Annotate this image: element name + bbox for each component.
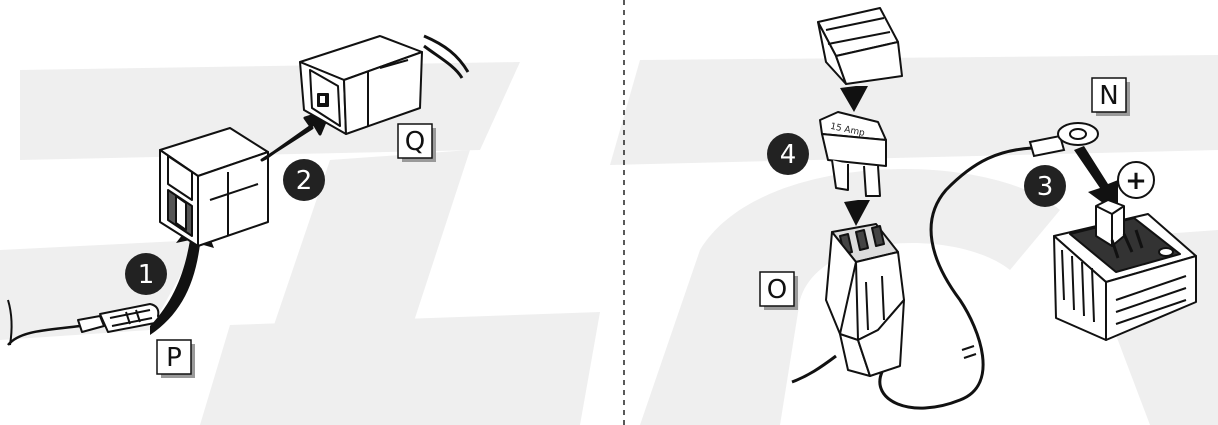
svg-text:O: O [767,275,787,305]
step-badge-4: 4 [767,133,809,175]
step-badge-3: 3 [1024,165,1066,207]
wire-band [962,346,976,358]
tag-q: Q [398,124,436,162]
step-badge-1: 1 [125,253,167,295]
svg-text:P: P [166,343,182,373]
svg-text:N: N [1099,81,1118,111]
connector-housing-small [160,128,268,246]
positive-terminal-icon: + [1118,162,1154,198]
svg-text:1: 1 [138,260,155,290]
svg-text:+: + [1125,166,1147,196]
tag-o: O [760,272,798,310]
tag-p: P [157,340,195,378]
svg-text:2: 2 [296,166,313,196]
svg-text:3: 3 [1037,172,1054,202]
svg-text:4: 4 [780,140,797,170]
tag-n: N [1092,78,1130,116]
svg-text:Q: Q [405,127,425,157]
step-badge-2: 2 [283,159,325,201]
